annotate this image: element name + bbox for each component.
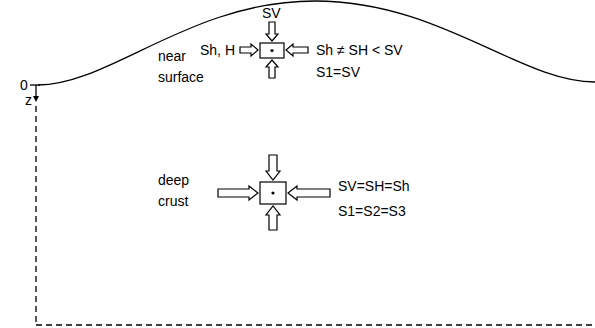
stress-arrow: [266, 206, 280, 230]
stress-arrow: [266, 22, 278, 41]
stress-arrow: [218, 186, 258, 200]
depth-arrow-shaft: [35, 85, 36, 96]
topography-curve: [38, 1, 595, 85]
element-dot: [270, 49, 273, 52]
surface-tick: [30, 84, 40, 85]
origin-label: 0: [20, 77, 28, 93]
depth-limit-line: [36, 324, 594, 325]
stress-relation: SV=SH=Sh: [338, 178, 410, 194]
depth-axis: [35, 106, 36, 325]
stress-arrow: [240, 44, 258, 56]
stress-relation: S1=SV: [316, 64, 360, 80]
depth-label: z: [25, 92, 32, 108]
stress-label: SV: [262, 5, 281, 21]
stress-arrow: [286, 44, 308, 56]
stress-arrow: [288, 186, 330, 200]
stress-arrow: [266, 155, 280, 180]
stress-element: [260, 43, 284, 58]
stress-relation: Sh ≠ SH < SV: [316, 42, 403, 58]
zone-label: deep crust: [158, 170, 220, 212]
stress-element: [260, 182, 286, 204]
stress-arrow: [266, 60, 278, 78]
depth-arrow-head: [33, 96, 39, 102]
stress-label: Sh, H: [200, 42, 235, 58]
stress-relation: S1=S2=S3: [338, 203, 406, 219]
element-dot: [271, 191, 274, 194]
